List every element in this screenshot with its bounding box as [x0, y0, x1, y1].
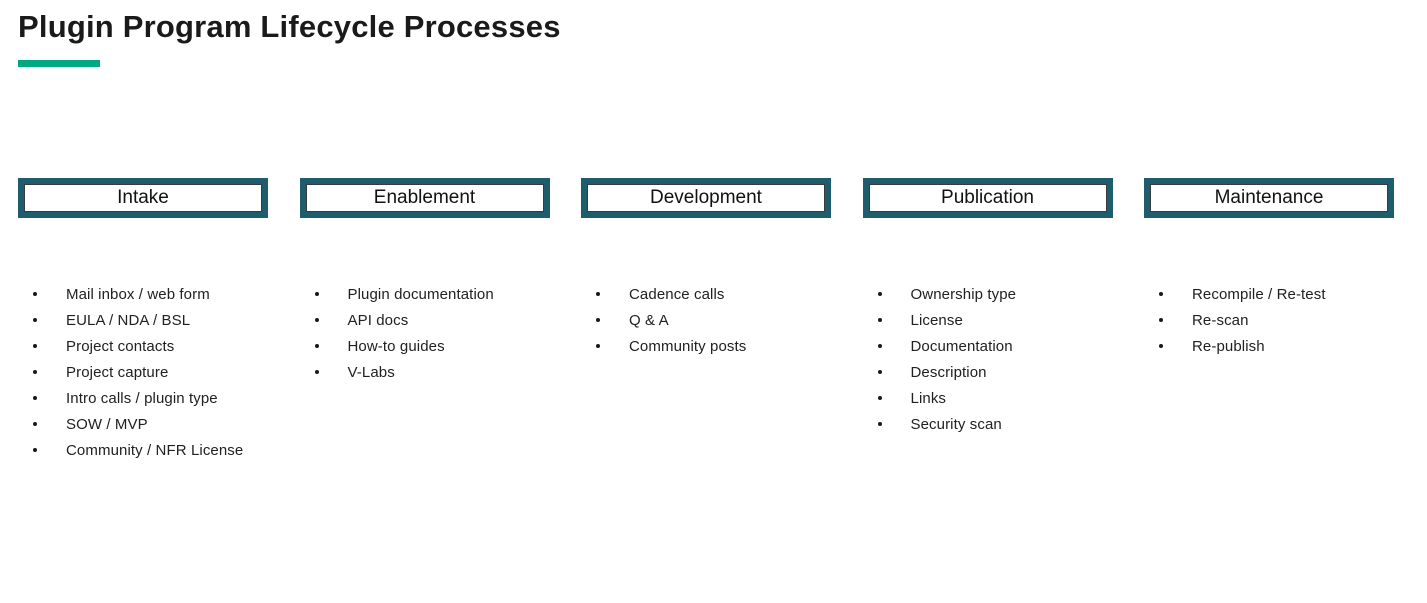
list-item: Re-publish: [1144, 333, 1394, 359]
list-item-text: API docs: [347, 311, 409, 329]
list-item: SOW / MVP: [18, 411, 268, 437]
list-item: Community / NFR License: [18, 437, 268, 463]
list-item-text: License: [910, 311, 963, 329]
stage-header-box-maintenance: Maintenance: [1144, 178, 1394, 218]
list-item-text: Project capture: [66, 363, 169, 381]
list-item: Project contacts: [18, 333, 268, 359]
list-item: How-to guides: [300, 333, 550, 359]
list-item: Documentation: [863, 333, 1113, 359]
bullet-icon: [877, 318, 882, 322]
list-item: License: [863, 307, 1113, 333]
bullet-icon: [877, 344, 882, 348]
stage-header-inner: Intake: [24, 184, 262, 212]
stage-header-inner: Enablement: [305, 184, 544, 212]
list-item-text: SOW / MVP: [66, 415, 148, 433]
list-item: Description: [863, 359, 1113, 385]
list-item-text: EULA / NDA / BSL: [66, 311, 191, 329]
bullet-icon: [33, 344, 37, 348]
bullet-icon: [314, 370, 319, 374]
list-item-text: Q & A: [629, 311, 669, 329]
list-item: Project capture: [18, 359, 268, 385]
bullet-icon: [1159, 292, 1163, 296]
stage-header-inner: Development: [587, 184, 825, 212]
list-item-text: Re-publish: [1192, 337, 1265, 355]
list-item: Intro calls / plugin type: [18, 385, 268, 411]
bullet-icon: [877, 396, 882, 400]
list-item-text: Community posts: [629, 337, 747, 355]
stage-title: Development: [650, 187, 762, 208]
stage-column-development: Development Cadence calls Q & A Community …: [581, 178, 831, 463]
stage-header-box-intake: Intake: [18, 178, 268, 218]
list-item: Community posts: [581, 333, 831, 359]
stage-header-inner: Maintenance: [1150, 184, 1388, 212]
list-item-text: Mail inbox / web form: [66, 285, 210, 303]
stage-header-box-publication: Publication: [862, 178, 1113, 218]
list-item-text: Cadence calls: [629, 285, 725, 303]
list-item: Q & A: [581, 307, 831, 333]
list-item: Plugin documentation: [300, 281, 550, 307]
list-item-text: How-to guides: [347, 337, 445, 355]
page-title: Plugin Program Lifecycle Processes: [18, 9, 561, 44]
bullet-icon: [314, 292, 319, 296]
bullet-icon: [33, 370, 37, 374]
list-item-text: Project contacts: [66, 337, 175, 355]
list-item: Security scan: [863, 411, 1113, 437]
list-item: Recompile / Re-test: [1144, 281, 1394, 307]
list-item: Cadence calls: [581, 281, 831, 307]
list-item: API docs: [300, 307, 550, 333]
bullet-icon: [33, 292, 37, 296]
bullet-icon: [314, 344, 319, 348]
stage-item-list-development: Cadence calls Q & A Community posts: [581, 281, 831, 359]
bullet-icon: [33, 448, 37, 452]
stage-header-box-development: Development: [581, 178, 831, 218]
bullet-icon: [596, 318, 600, 322]
stage-title: Publication: [941, 187, 1034, 208]
list-item-text: Description: [910, 363, 987, 381]
list-item: Mail inbox / web form: [18, 281, 268, 307]
bullet-icon: [33, 396, 37, 400]
list-item-text: Links: [910, 389, 947, 407]
bullet-icon: [1159, 344, 1163, 348]
list-item-text: Recompile / Re-test: [1192, 285, 1326, 303]
list-item-text: Documentation: [910, 337, 1013, 355]
bullet-icon: [877, 292, 882, 296]
bullet-icon: [33, 318, 37, 322]
stage-header-box-enablement: Enablement: [299, 178, 550, 218]
bullet-icon: [596, 292, 600, 296]
list-item: EULA / NDA / BSL: [18, 307, 268, 333]
title-accent-underline: [18, 60, 100, 67]
list-item-text: Plugin documentation: [347, 285, 494, 303]
list-item-text: Community / NFR License: [66, 441, 244, 459]
bullet-icon: [596, 344, 600, 348]
list-item: V-Labs: [300, 359, 550, 385]
bullet-icon: [877, 422, 882, 426]
bullet-icon: [314, 318, 319, 322]
list-item: Links: [863, 385, 1113, 411]
stage-title: Maintenance: [1214, 187, 1324, 208]
stage-title: Enablement: [373, 187, 476, 208]
stage-title: Intake: [117, 187, 169, 208]
list-item-text: Re-scan: [1192, 311, 1249, 329]
bullet-icon: [1159, 318, 1163, 322]
list-item: Re-scan: [1144, 307, 1394, 333]
list-item-text: Security scan: [910, 415, 1002, 433]
list-item: Ownership type: [863, 281, 1113, 307]
bullet-icon: [877, 370, 882, 374]
bullet-icon: [33, 422, 37, 426]
list-item-text: Ownership type: [910, 285, 1017, 303]
list-item-text: Intro calls / plugin type: [66, 389, 218, 407]
list-item-text: V-Labs: [347, 363, 395, 381]
stage-header-inner: Publication: [868, 184, 1107, 212]
